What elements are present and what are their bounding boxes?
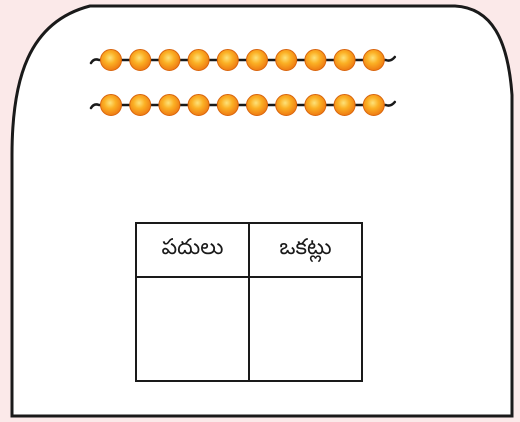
ones-column-header: ఒకట్లు [249, 223, 362, 277]
bead [276, 50, 297, 71]
bead [159, 95, 180, 116]
bead [276, 95, 297, 116]
bead [188, 50, 209, 71]
bead [247, 50, 268, 71]
bead [334, 95, 355, 116]
bead [247, 95, 268, 116]
bead [101, 95, 122, 116]
bead [305, 95, 326, 116]
table-row [136, 277, 362, 381]
bead [217, 50, 238, 71]
bead [130, 50, 151, 71]
bead [188, 95, 209, 116]
bead [217, 95, 238, 116]
bead [101, 50, 122, 71]
bead [334, 50, 355, 71]
bead [305, 50, 326, 71]
bead [363, 95, 384, 116]
table-header-row: పదులు ఒకట్లు [136, 223, 362, 277]
ones-answer-cell[interactable] [249, 277, 362, 381]
tens-answer-cell[interactable] [136, 277, 249, 381]
bead [159, 50, 180, 71]
tens-column-header: పదులు [136, 223, 249, 277]
bead [130, 95, 151, 116]
place-value-table: పదులు ఒకట్లు [135, 222, 363, 382]
bead [363, 50, 384, 71]
